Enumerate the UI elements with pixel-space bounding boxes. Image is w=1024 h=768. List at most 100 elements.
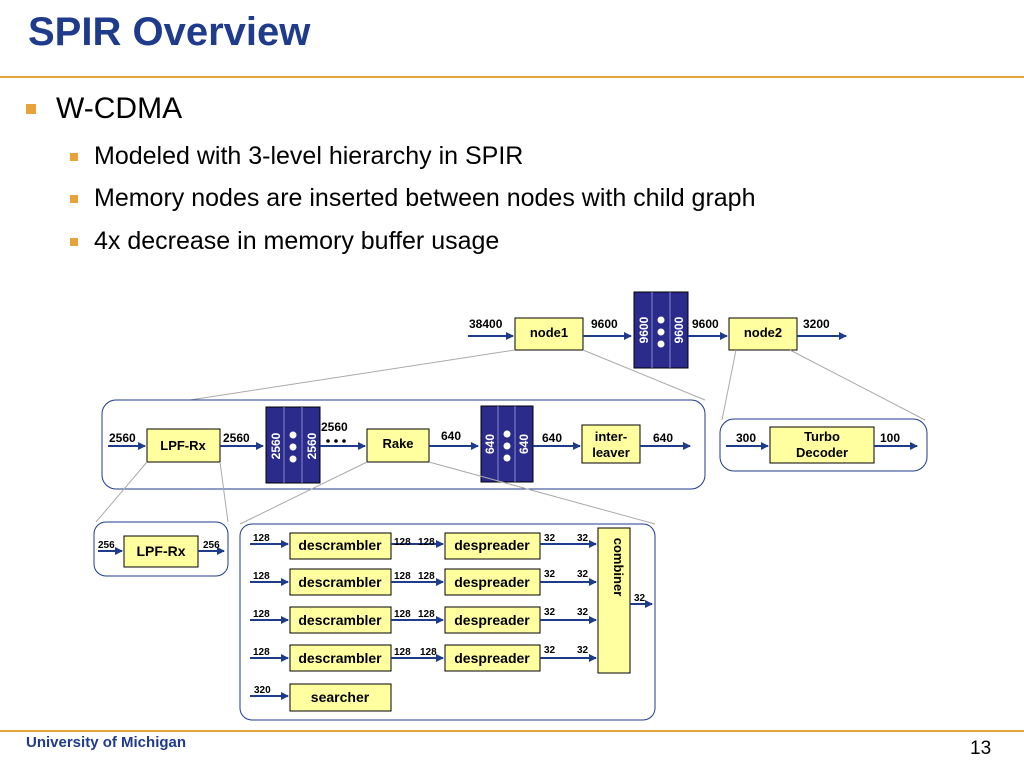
turbo-label-line1: Turbo bbox=[804, 429, 840, 444]
interleaver-label-line2: leaver bbox=[592, 445, 630, 460]
memory-buffer-label: 2560 bbox=[305, 432, 319, 459]
memory-node-top: 9600 9600 bbox=[633, 291, 689, 369]
rake-finger-row: 128 descrambler 128 128 despreader 32 32 bbox=[250, 644, 597, 672]
despreader-node bbox=[444, 644, 541, 672]
rate-label: 128 bbox=[418, 537, 435, 548]
combiner-label: combiner bbox=[611, 538, 626, 597]
page-number: 13 bbox=[970, 738, 992, 759]
rate-label: 128 bbox=[394, 571, 411, 582]
rate-label: 32 bbox=[544, 645, 556, 656]
memory-node-mid-2: 640 640 bbox=[480, 405, 534, 483]
sub-bullet-text: Modeled with 3-level hierarchy in SPIR bbox=[94, 142, 524, 170]
rate-label: 128 bbox=[394, 647, 411, 658]
page-title: SPIR Overview bbox=[28, 10, 311, 54]
rate-label: 128 bbox=[394, 537, 411, 548]
node1-label: node1 bbox=[530, 325, 568, 340]
sub-bullet-text: 4x decrease in memory buffer usage bbox=[94, 227, 500, 255]
descrambler-node bbox=[289, 644, 392, 672]
descrambler-node bbox=[289, 568, 392, 596]
expansion-lines bbox=[95, 461, 656, 525]
sub-bullet-text: Memory nodes are inserted between nodes … bbox=[94, 184, 756, 212]
ellipsis-dot-icon bbox=[657, 340, 665, 348]
ellipsis-dot-icon bbox=[657, 328, 665, 336]
despreader-node bbox=[444, 532, 541, 560]
rate-label: 128 bbox=[394, 609, 411, 620]
rate-label: 256 bbox=[98, 540, 115, 551]
rate-label: 3200 bbox=[803, 317, 830, 331]
level2-graph: 2560 LPF-Rx 2560 2560 2560 2560 Rake 640 bbox=[108, 405, 691, 484]
ellipsis-dot-icon bbox=[657, 316, 665, 324]
rake-label: Rake bbox=[382, 436, 413, 451]
turbo-graph: 300 Turbo Decoder 100 bbox=[726, 426, 918, 464]
memory-buffer-label: 9600 bbox=[637, 316, 651, 343]
rate-label: 32 bbox=[544, 569, 556, 580]
despreader-label: despreader bbox=[454, 650, 530, 666]
rake-detail-container bbox=[239, 523, 656, 721]
interleaver-label-line1: inter- bbox=[595, 429, 628, 444]
ellipsis-dot-icon bbox=[326, 439, 330, 443]
memory-buffer-label: 640 bbox=[483, 434, 497, 454]
turbo-label-line2: Decoder bbox=[796, 445, 848, 460]
combiner-node bbox=[597, 527, 631, 674]
footer-divider bbox=[0, 730, 1024, 732]
rate-label: 32 bbox=[634, 593, 646, 604]
rate-label: 9600 bbox=[591, 317, 618, 331]
level1-graph: 38400 node1 9600 9600 9600 9600 node2 32… bbox=[468, 291, 847, 369]
rake-finger-row: 128 descrambler 128 128 despreader 32 32 bbox=[250, 532, 597, 560]
lpf-rx-detail-label: LPF-Rx bbox=[137, 543, 186, 559]
bullet-main: W-CDMA bbox=[26, 92, 182, 126]
bullet-square-icon bbox=[26, 104, 36, 114]
rate-label: 32 bbox=[577, 645, 589, 656]
rate-label: 128 bbox=[418, 571, 435, 582]
expansion-lines bbox=[189, 349, 926, 421]
bullet-square-icon bbox=[70, 237, 78, 246]
rate-label: 256 bbox=[203, 540, 220, 551]
descrambler-label: descrambler bbox=[298, 650, 382, 666]
lpf-rx-node bbox=[146, 428, 221, 463]
ellipsis-dot-icon bbox=[342, 439, 346, 443]
footer-organization: University of Michigan bbox=[26, 734, 187, 751]
rate-label: 128 bbox=[418, 609, 435, 620]
descrambler-node bbox=[289, 532, 392, 560]
searcher-label: searcher bbox=[311, 689, 370, 705]
node1 bbox=[514, 317, 584, 351]
searcher-node bbox=[289, 683, 392, 712]
ellipsis-dot-icon bbox=[289, 455, 297, 463]
despreader-label: despreader bbox=[454, 612, 530, 628]
memory-buffer-label: 640 bbox=[517, 434, 531, 454]
rate-label: 2560 bbox=[321, 420, 348, 434]
rate-label: 300 bbox=[736, 431, 756, 445]
despreader-label: despreader bbox=[454, 537, 530, 553]
level2-container bbox=[101, 399, 706, 490]
descrambler-label: descrambler bbox=[298, 574, 382, 590]
memory-buffer-label: 9600 bbox=[672, 316, 686, 343]
rate-label: 2560 bbox=[109, 431, 136, 445]
node2-label: node2 bbox=[744, 325, 782, 340]
sub-bullet-2: Memory nodes are inserted between nodes … bbox=[70, 184, 756, 213]
rate-label: 640 bbox=[542, 431, 562, 445]
lpf-rx-label: LPF-Rx bbox=[160, 438, 206, 453]
rake-finger-row: 128 descrambler 128 128 despreader 32 32 bbox=[250, 568, 597, 596]
rate-label: 128 bbox=[253, 533, 270, 544]
rate-label: 32 bbox=[544, 533, 556, 544]
bullet-square-icon bbox=[70, 152, 78, 161]
rate-label: 128 bbox=[420, 647, 437, 658]
ellipsis-dot-icon bbox=[289, 443, 297, 451]
sub-bullet-3: 4x decrease in memory buffer usage bbox=[70, 227, 499, 256]
sub-bullet-1: Modeled with 3-level hierarchy in SPIR bbox=[70, 142, 523, 171]
rate-label: 9600 bbox=[692, 317, 719, 331]
rate-label: 128 bbox=[253, 571, 270, 582]
ellipsis-dot-icon bbox=[503, 454, 511, 462]
rate-label: 2560 bbox=[223, 431, 250, 445]
despreader-label: despreader bbox=[454, 574, 530, 590]
memory-node-mid-1: 2560 2560 bbox=[265, 406, 321, 484]
ellipsis-dot-icon bbox=[503, 430, 511, 438]
rate-label: 32 bbox=[577, 607, 589, 618]
rate-label: 640 bbox=[441, 429, 461, 443]
rake-detail-graph: 128 descrambler 128 128 despreader 32 32… bbox=[250, 527, 653, 712]
turbo-container bbox=[719, 418, 928, 472]
rake-finger-row: 128 descrambler 128 128 despreader 32 32 bbox=[250, 606, 597, 634]
ellipsis-dot-icon bbox=[503, 442, 511, 450]
memory-buffer-label: 2560 bbox=[269, 432, 283, 459]
